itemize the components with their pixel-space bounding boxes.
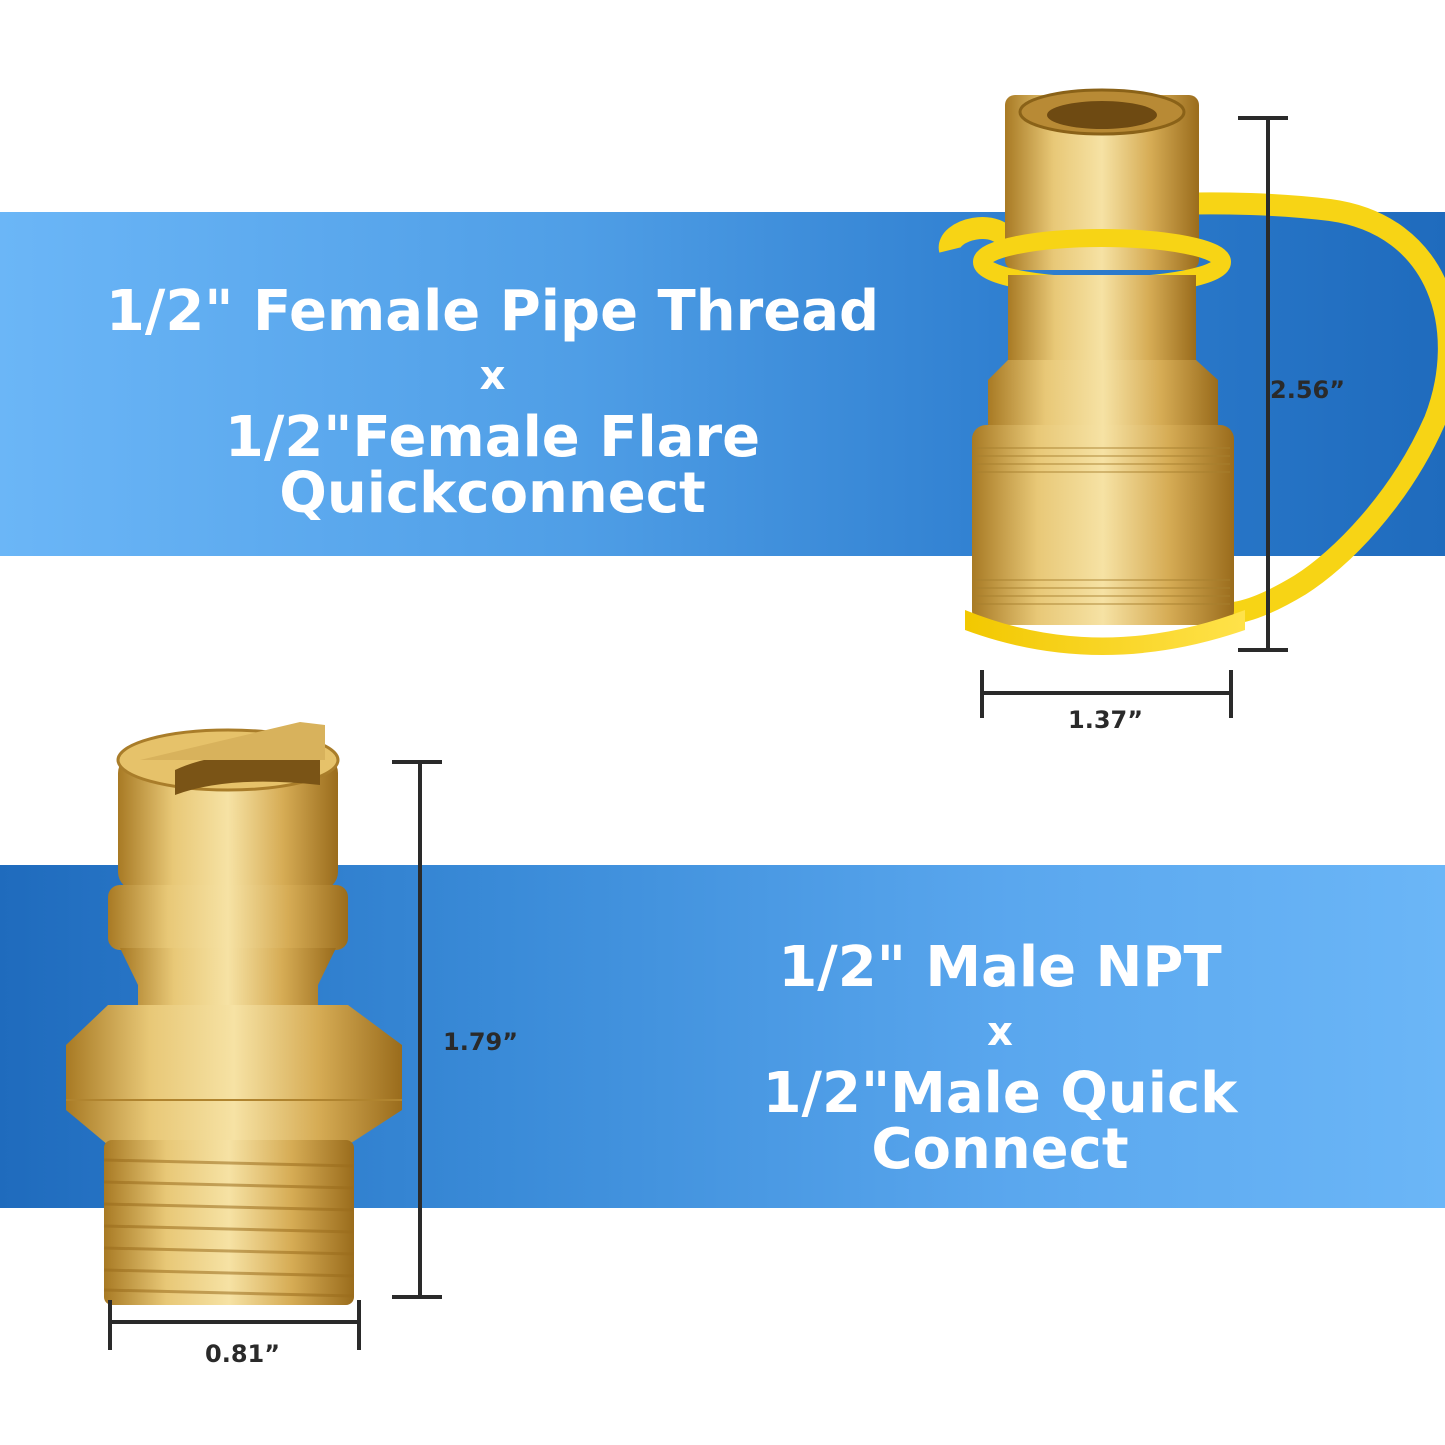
hex-nut — [66, 1005, 402, 1145]
female-title-line1: 1/2" Female Pipe Thread — [105, 279, 880, 344]
male-thread — [104, 1140, 354, 1305]
female-title-line2: 1/2"Female Flare Quickconnect — [224, 405, 761, 526]
female-title-connector: x — [479, 353, 506, 399]
female-fitting-title: 1/2" Female Pipe Thread x 1/2"Female Fla… — [30, 284, 955, 522]
male-title-connector: x — [987, 1009, 1013, 1055]
male-title-line1: 1/2" Male NPT — [778, 935, 1222, 1000]
plug-slot — [175, 754, 320, 795]
male-width-label: 0.81” — [205, 1340, 280, 1368]
female-thread-body — [1005, 95, 1199, 270]
male-title-line2: 1/2"Male Quick Connect — [762, 1061, 1238, 1182]
male-height-dimension — [392, 760, 442, 1299]
male-height-label: 1.79” — [443, 1028, 518, 1056]
male-width-dimension — [108, 1300, 361, 1350]
female-width-label: 1.37” — [1068, 706, 1143, 734]
female-height-label: 2.56” — [1270, 376, 1345, 404]
female-quickconnect-fitting — [938, 88, 1445, 655]
female-width-dimension — [980, 670, 1233, 718]
male-fitting-title: 1/2" Male NPT x 1/2"Male Quick Connect — [630, 940, 1370, 1178]
yellow-dust-cap — [965, 610, 1245, 655]
male-quickconnect-plug — [66, 722, 402, 1305]
female-height-dimension — [1238, 116, 1288, 652]
